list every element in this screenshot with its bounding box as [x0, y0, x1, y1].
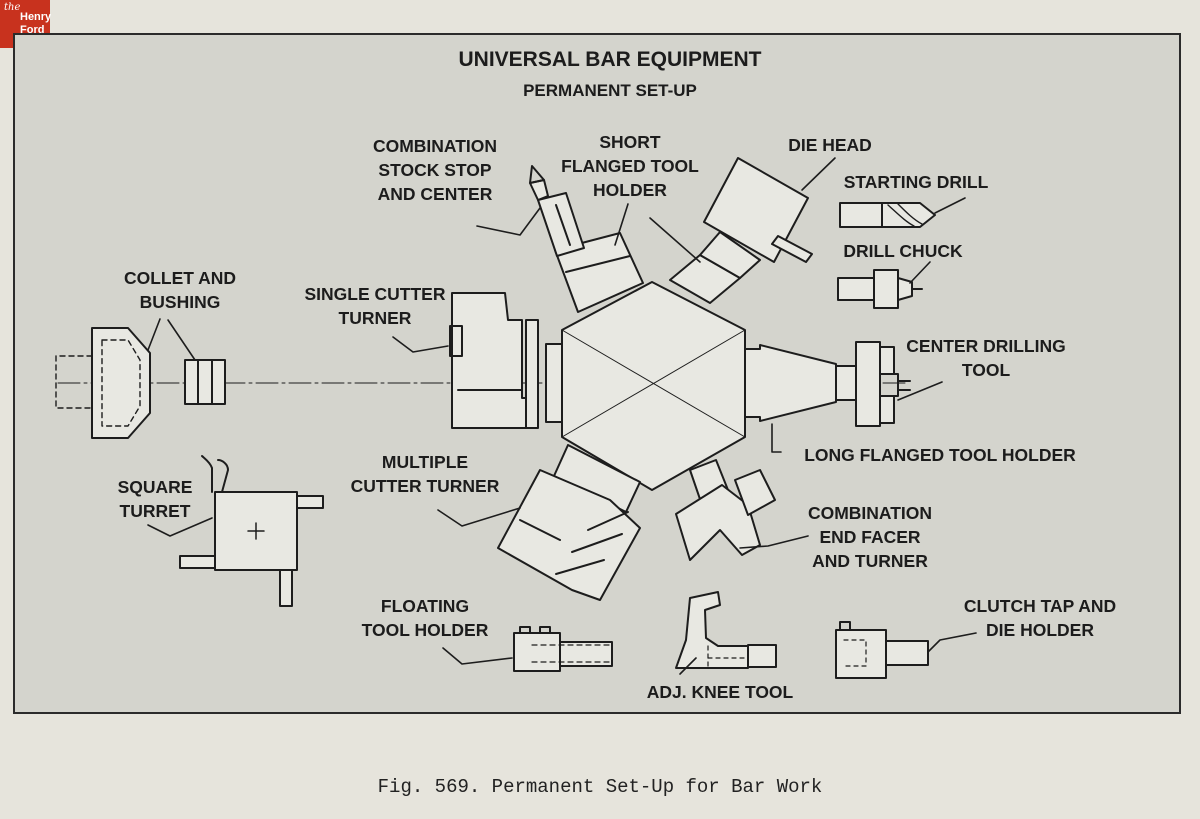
center-drilling-tool-drawing — [855, 341, 911, 427]
stock-stop-drawing — [529, 165, 644, 313]
drill-chuck-drawing — [837, 269, 923, 309]
label-combination-stock-stop: COMBINATION STOCK STOP AND CENTER — [372, 136, 498, 204]
clutch-tap-holder-drawing — [835, 621, 929, 679]
multiple-cutter-turner-drawing — [497, 444, 641, 601]
diagram-subtitle: PERMANENT SET-UP — [523, 81, 697, 100]
hex-diagonal-b — [561, 329, 746, 438]
bushing-drawing — [184, 359, 226, 405]
collet-drawing — [55, 327, 151, 439]
starting-drill-drawing — [839, 202, 936, 228]
label-long-flanged-tool-holder: LONG FLANGED TOOL HOLDER — [804, 445, 1076, 465]
figure-caption: Fig. 569. Permanent Set-Up for Bar Work — [377, 776, 823, 798]
floating-tool-holder-drawing — [513, 626, 613, 672]
adj-knee-tool-drawing — [675, 591, 777, 669]
combination-end-facer-drawing — [675, 459, 776, 561]
label-single-cutter-turner: SINGLE CUTTER TURNER — [304, 284, 446, 328]
long-flanged-holder-drawing — [744, 344, 857, 422]
label-short-flanged-tool-holder: SHORT FLANGED TOOL HOLDER — [561, 132, 699, 200]
logo-line-henry: Henry — [20, 11, 52, 23]
leader-lines — [147, 157, 977, 675]
label-floating-tool-holder: FLOATING TOOL HOLDER — [361, 596, 489, 640]
label-drill-chuck: DRILL CHUCK — [843, 241, 963, 261]
single-cutter-turner-drawing — [449, 292, 563, 429]
diagram-title: UNIVERSAL BAR EQUIPMENT — [458, 48, 762, 71]
square-turret-drawing — [179, 455, 324, 607]
logo-line-the: the — [4, 2, 21, 13]
logo-line-ford: Ford — [20, 24, 45, 36]
label-clutch-tap-and-die-holder: CLUTCH TAP AND DIE HOLDER — [963, 596, 1117, 640]
label-center-drilling-tool: CENTER DRILLING TOOL — [906, 336, 1066, 380]
label-multiple-cutter-turner: MULTIPLE CUTTER TURNER — [350, 452, 500, 496]
label-collet-and-bushing: COLLET AND BUSHING — [123, 268, 237, 312]
label-adj-knee-tool: ADJ. KNEE TOOL — [646, 682, 794, 702]
label-square-turret: SQUARE TURRET — [117, 477, 193, 521]
label-combination-end-facer: COMBINATION END FACER AND TURNER — [807, 503, 933, 571]
label-starting-drill: STARTING DRILL — [843, 172, 989, 192]
die-head-drawing — [669, 157, 813, 304]
label-die-head: DIE HEAD — [788, 135, 872, 155]
